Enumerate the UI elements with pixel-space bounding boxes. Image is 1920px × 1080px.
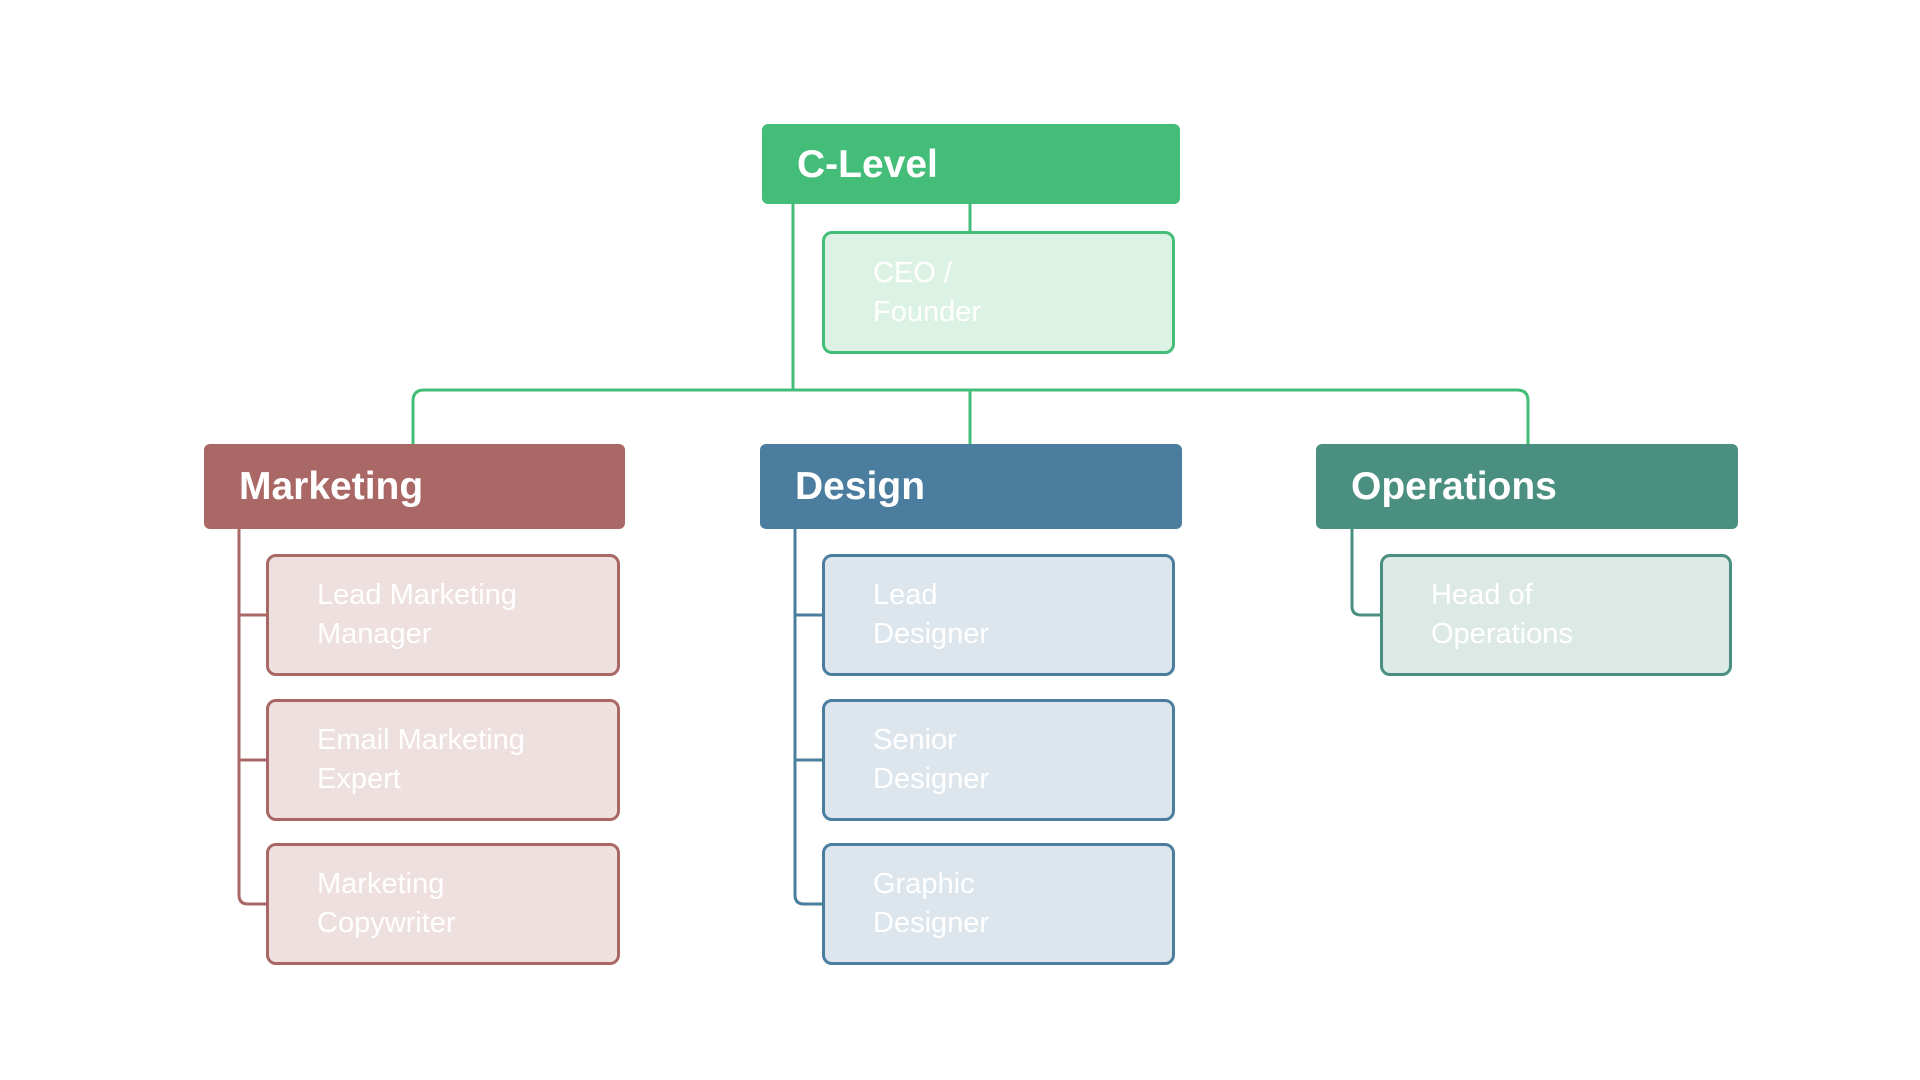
connector-design-trunk bbox=[793, 529, 822, 906]
connector-operations-trunk bbox=[1350, 529, 1380, 617]
role-card-lead-designer: Lead Designer bbox=[822, 554, 1175, 676]
operations-title: Operations bbox=[1351, 465, 1557, 508]
connector-marketing-trunk bbox=[237, 529, 266, 906]
role-card-graphic-designer: Graphic Designer bbox=[822, 843, 1175, 965]
marketing-title: Marketing bbox=[239, 465, 424, 508]
role-card-lead-marketing-manager: Lead Marketing Manager bbox=[266, 554, 620, 676]
role-card-ceo: CEO / Founder bbox=[822, 231, 1175, 354]
role-label: Marketing Copywriter bbox=[317, 868, 456, 939]
role-label: CEO / Founder bbox=[873, 256, 982, 328]
c-level-title: C-Level bbox=[797, 142, 938, 186]
c-level-header: C-Level bbox=[762, 124, 1180, 204]
operations-header: Operations bbox=[1316, 444, 1738, 529]
role-card-head-of-operations: Head of Operations bbox=[1380, 554, 1732, 676]
marketing-header: Marketing bbox=[204, 444, 625, 529]
design-header: Design bbox=[760, 444, 1182, 529]
role-label: Senior Designer bbox=[873, 724, 990, 795]
design-title: Design bbox=[795, 465, 926, 508]
role-label: Email Marketing Expert bbox=[317, 724, 525, 795]
role-label: Head of Operations bbox=[1431, 579, 1573, 650]
role-label: Graphic Designer bbox=[873, 868, 990, 939]
role-label: Lead Designer bbox=[873, 579, 990, 650]
role-card-email-marketing-expert: Email Marketing Expert bbox=[266, 699, 620, 821]
role-card-marketing-copywriter: Marketing Copywriter bbox=[266, 843, 620, 965]
role-card-senior-designer: Senior Designer bbox=[822, 699, 1175, 821]
role-label: Lead Marketing Manager bbox=[317, 579, 517, 650]
